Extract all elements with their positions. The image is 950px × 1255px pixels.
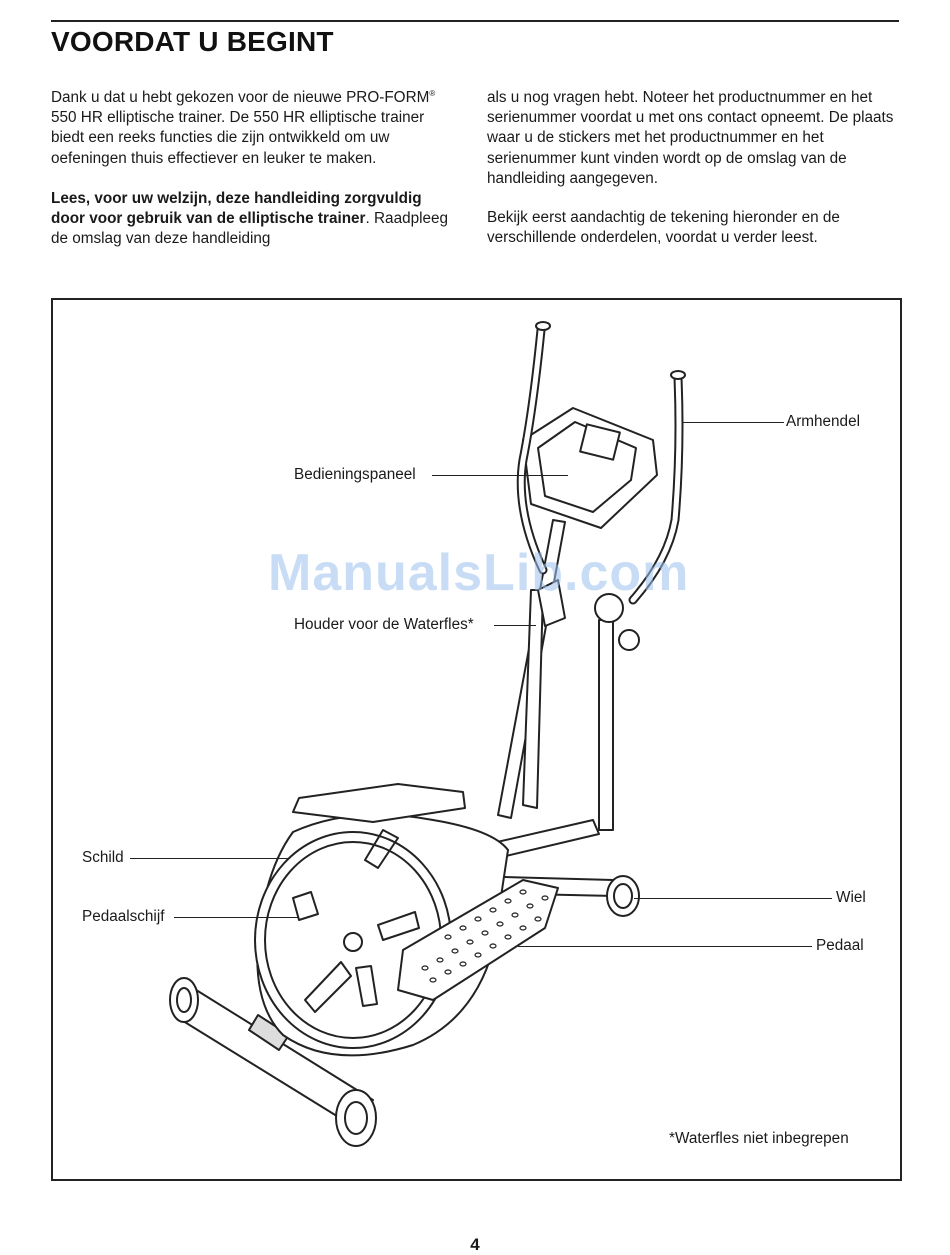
intro-paragraph-3: Bekijk eerst aandachtig de tekening hier… bbox=[487, 209, 840, 247]
manualslib-watermark: ManualsLib.com bbox=[268, 544, 690, 602]
label-wiel: Wiel bbox=[836, 889, 866, 906]
elliptical-trainer-illustration bbox=[169, 321, 686, 1147]
label-bedieningspaneel: Bedieningspaneel bbox=[294, 466, 416, 483]
bedieningspaneel-leader bbox=[432, 475, 568, 476]
intro-paragraph-2-continued: als u nog vragen hebt. Noteer het produc… bbox=[487, 89, 894, 187]
illustration-frame bbox=[51, 298, 902, 1181]
houder-leader bbox=[494, 625, 536, 626]
intro-paragraph-2: Lees, voor uw welzijn, deze handleiding … bbox=[51, 189, 449, 248]
pedaal-leader bbox=[518, 946, 812, 947]
intro-column-right: als u nog vragen hebt. Noteer het produc… bbox=[487, 88, 899, 268]
label-houder-waterfles: Houder voor de Waterfles* bbox=[294, 616, 474, 633]
intro-paragraph-1: Dank u dat u hebt gekozen voor de nieuwe… bbox=[51, 88, 436, 167]
intro-column-left: Dank u dat u hebt gekozen voor de nieuwe… bbox=[51, 88, 451, 269]
wiel-leader bbox=[634, 898, 832, 899]
safety-notice-bold: Lees, voor uw welzijn, deze handleiding … bbox=[51, 189, 422, 228]
footnote-waterfles: *Waterfles niet inbegrepen bbox=[669, 1130, 849, 1147]
label-pedaalschijf: Pedaalschijf bbox=[82, 908, 165, 925]
label-armhendel: Armhendel bbox=[786, 413, 860, 430]
registered-mark: ® bbox=[429, 88, 436, 98]
top-rule bbox=[51, 20, 899, 22]
pedaalschijf-leader bbox=[174, 917, 298, 918]
schild-leader bbox=[130, 858, 288, 859]
label-schild: Schild bbox=[82, 849, 124, 866]
page-title: VOORDAT U BEGINT bbox=[51, 26, 334, 57]
page-number: 4 bbox=[470, 1235, 480, 1254]
armhendel-leader bbox=[682, 422, 784, 423]
pedal-grip-dots bbox=[421, 889, 549, 983]
label-pedaal: Pedaal bbox=[816, 937, 864, 954]
